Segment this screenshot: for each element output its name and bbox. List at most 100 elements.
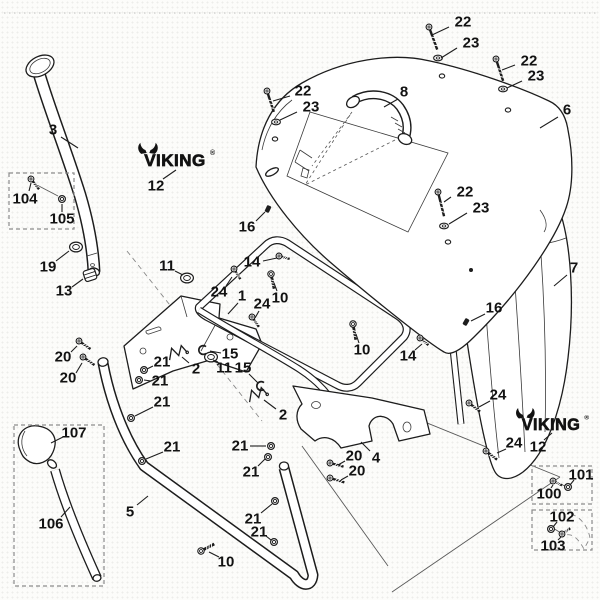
part-callout-21: 21 [243,464,260,481]
callout-leader-10 [208,551,220,558]
hardware-layer [27,23,573,555]
part-callout-15: 15 [222,346,239,363]
callout-leader-102 [552,521,558,528]
part-callout-8: 8 [400,84,408,101]
callout-leader-24 [225,276,233,287]
part-callout-6: 6 [563,102,571,119]
part-1-front-bow-face [197,307,331,398]
callout-leader-2 [263,399,277,410]
part-callout-7: 7 [570,260,578,277]
part-callout-24: 24 [506,435,523,452]
screw-icon [248,313,260,328]
part-callout-103: 103 [540,538,565,555]
callout-leader-15 [209,350,222,354]
callout-leader-11 [212,359,219,363]
callout-leader-13 [71,278,84,288]
part-callout-24: 24 [490,387,507,404]
part-6-cover [255,56,573,354]
part-5-tube-end [97,357,109,367]
callout-leader-23 [448,212,468,225]
part-callout-15: 15 [235,360,252,377]
nut-icon [137,456,147,466]
nut-icon [269,537,279,547]
part-callout-20: 20 [55,349,72,366]
part-callout-11: 11 [159,258,175,275]
nut-icon [563,482,573,492]
part-callout-23: 23 [528,68,545,85]
part-callout-20: 20 [346,448,363,465]
callout-leader-2 [181,356,190,364]
part-callout-20: 20 [349,463,366,480]
part-callout-105: 105 [49,211,74,228]
callout-leader-22 [501,64,516,71]
callout-leader-103 [557,536,562,541]
part-callout-14: 14 [244,254,261,271]
callout-leader-21 [265,535,272,541]
nut-icon [546,524,556,534]
nut-icon [126,413,136,423]
viking-logo: VIKING ® [516,407,589,434]
grommet-icon [68,241,84,253]
brand-name: VIKING [522,416,580,434]
callout-leader-15 [248,373,259,384]
part-106-tube-end [92,574,102,582]
callout-leader-21 [146,365,154,370]
callout-leader-107 [50,436,64,444]
callout-leader-23 [440,47,458,59]
part-callout-4: 4 [372,450,381,467]
screw-icon [492,55,505,82]
part-5-lower-tube-face [99,362,317,589]
part-callout-10: 10 [354,342,371,359]
callout-leader-100 [550,484,554,489]
ref-box-104-105 [8,172,75,230]
callout-leader-16 [255,211,266,222]
cover-latch-detail [294,149,313,179]
screw-icon [482,447,498,461]
part-8-handle-pad [345,95,361,109]
part-8-handle-pad [397,132,413,146]
part-callout-22: 22 [295,83,312,100]
part-106-tube-face [51,468,101,580]
part-107-knob-detail [21,430,28,457]
callout-leader-21 [257,458,266,467]
callout-leader-20 [70,345,78,353]
part-107-collar [46,459,58,469]
callout-leader-24 [496,448,507,454]
part-callout-3: 3 [49,122,57,139]
nut-icon [57,194,67,204]
part-3-tube-hole [86,252,98,267]
callout-leader-16 [470,313,486,322]
screw-icon [79,353,96,367]
callout-leader-7 [553,274,568,287]
mount-bracket-details [139,295,234,355]
part-callout-2: 2 [192,361,200,378]
callout-leader-21 [260,503,273,514]
callout-leader-22 [272,95,291,102]
callout-leader-12 [543,432,553,441]
screw-icon [27,175,40,190]
callout-leader-24 [254,310,260,319]
part-callout-101: 101 [568,467,593,484]
part-callout-16: 16 [486,300,503,317]
washer-icon [271,118,281,126]
callout-leader-21 [143,379,152,382]
part-callout-16: 16 [239,219,256,236]
callout-leader-24 [478,400,491,408]
viking-horns-icon [138,142,158,154]
callout-leader-106 [60,506,71,518]
callout-leader-21 [134,406,154,417]
callout-leader-11 [174,270,184,276]
screw-icon [75,337,92,351]
nut-icon [270,496,280,506]
part-callout-21: 21 [164,439,181,456]
diagram-artwork [4,12,596,593]
part-5-tube-end [278,461,290,471]
brand-name: VIKING [144,151,206,170]
rivet-dot-icon [469,268,473,272]
screw-icon [425,23,439,50]
screw-icon [263,87,275,113]
part-callout-14: 14 [400,348,417,365]
viking-logo: VIKING ® [138,142,216,170]
